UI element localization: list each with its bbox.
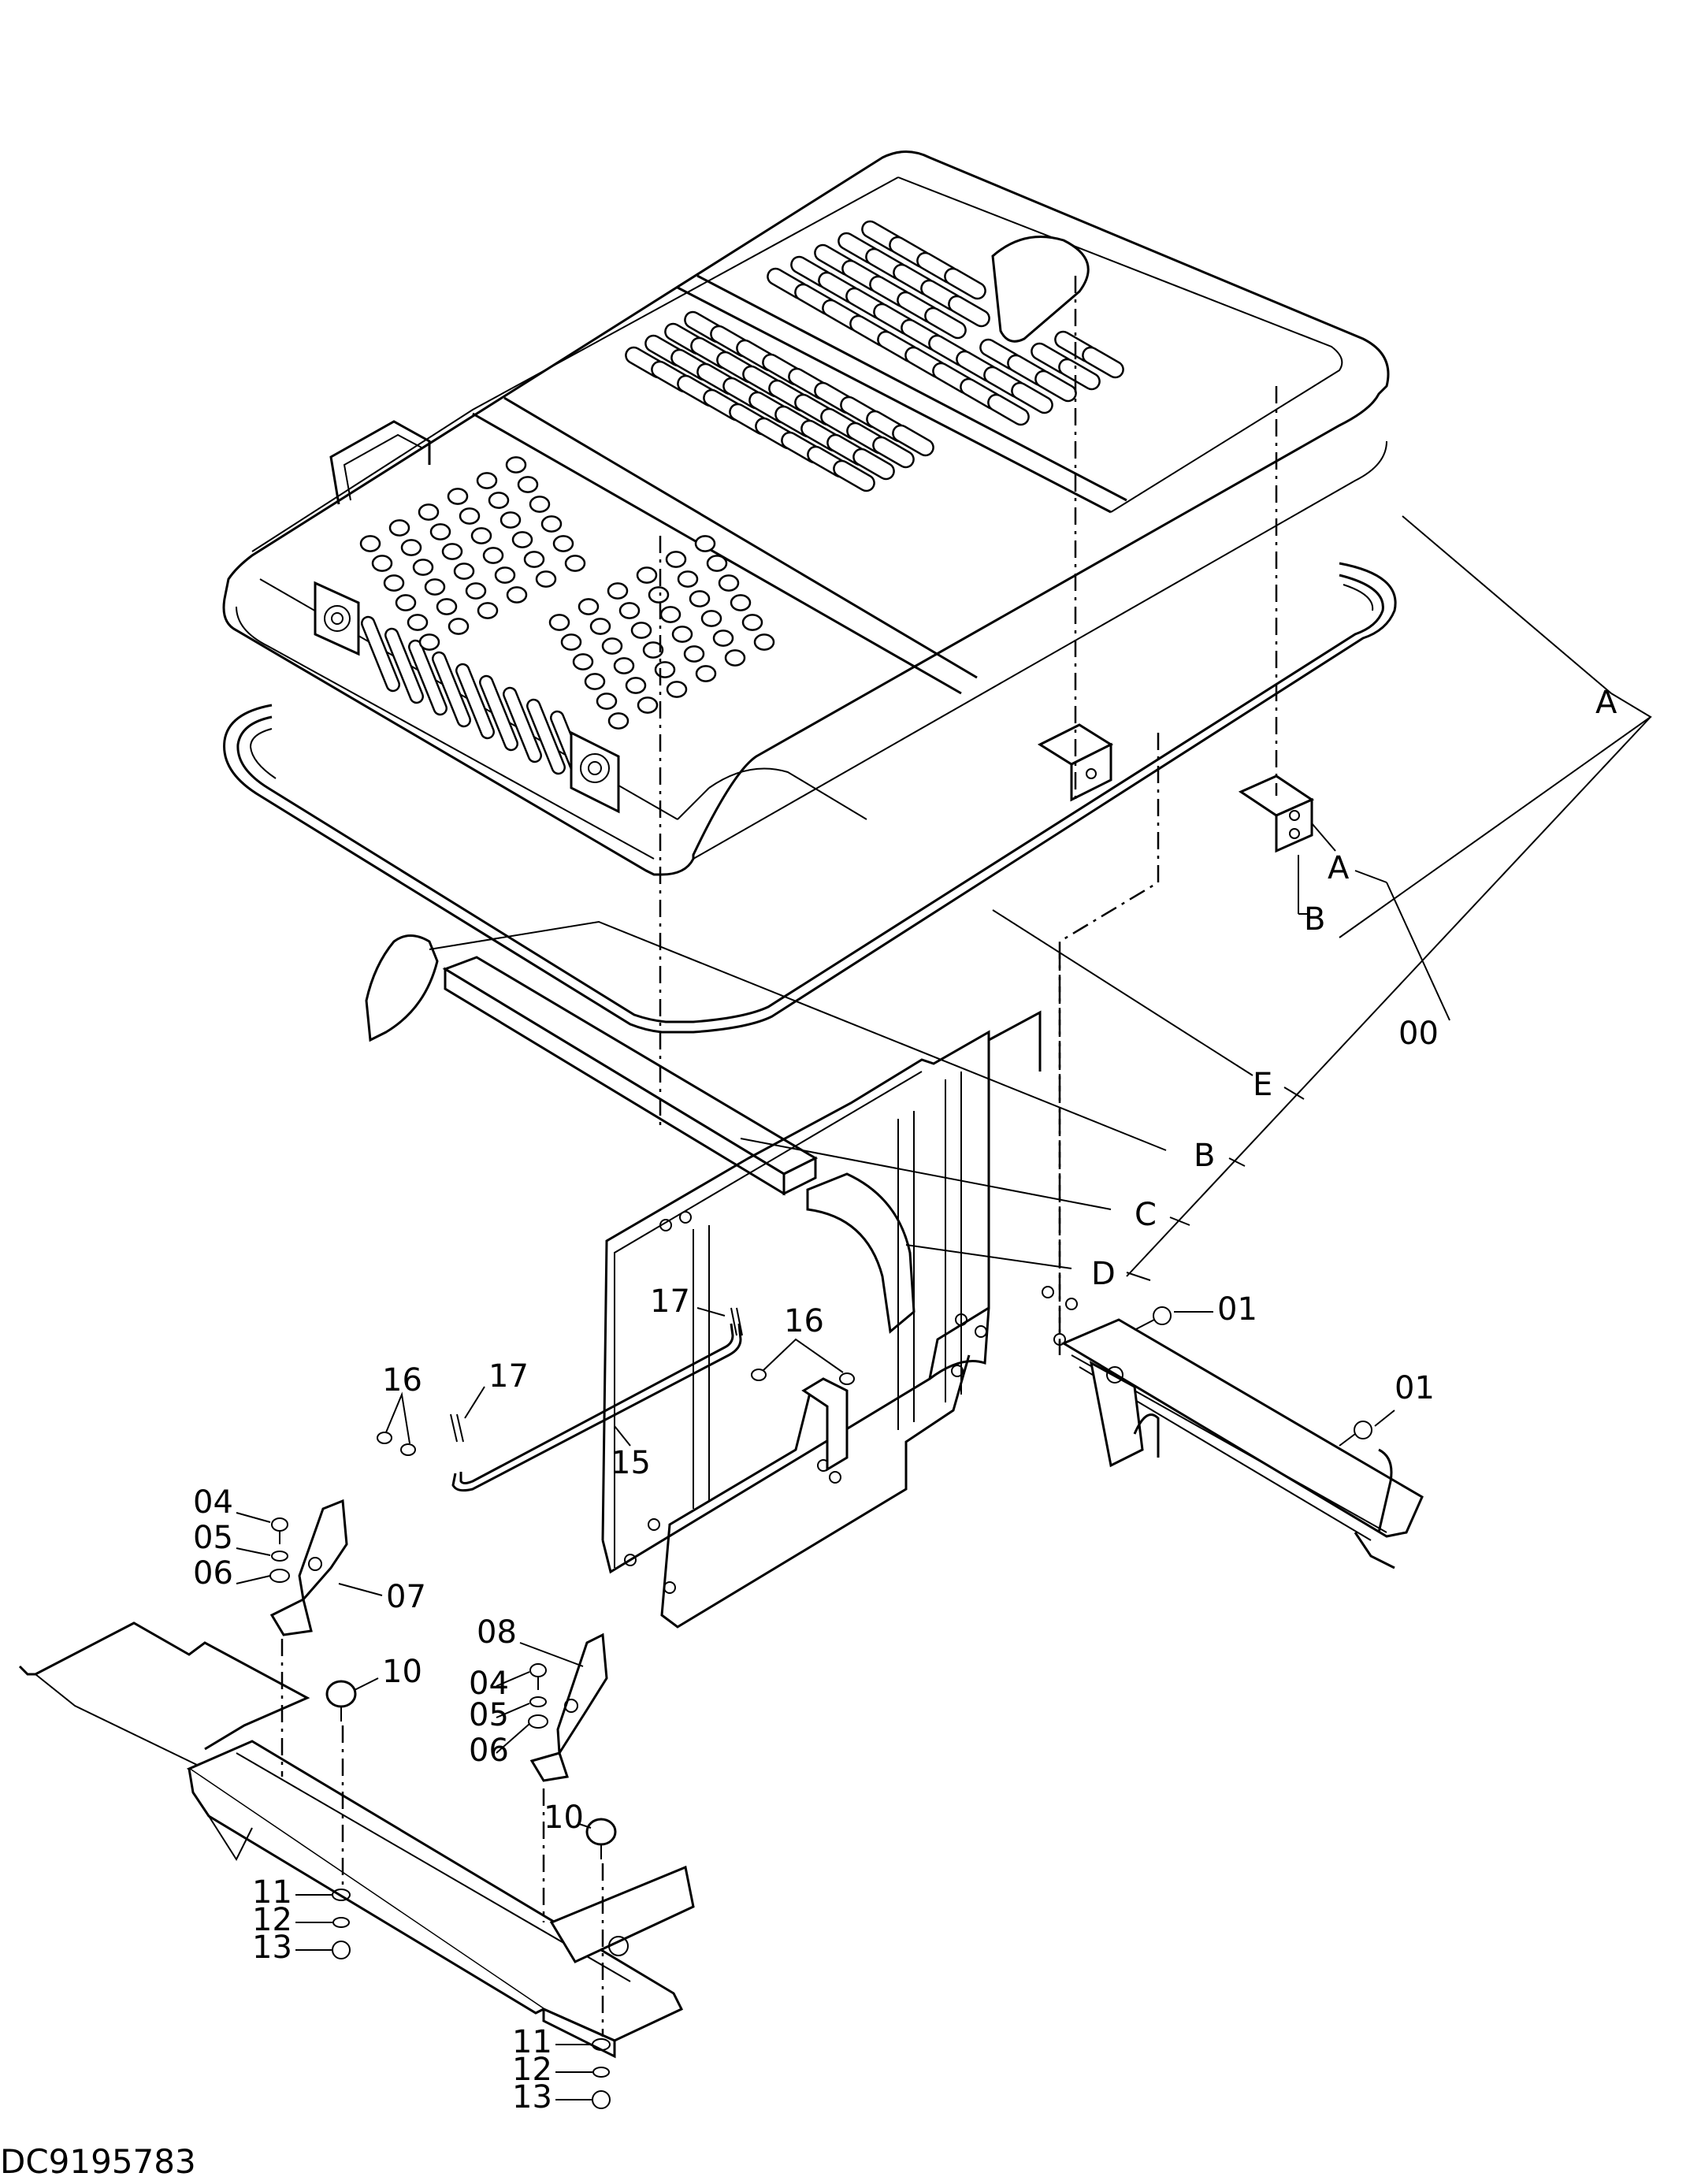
callout-12-left: 12 bbox=[252, 1902, 292, 1938]
callout-labels: A A B 00 E B C D 01 01 17 16 16 17 15 04… bbox=[193, 685, 1617, 2115]
callout-04-left: 04 bbox=[193, 1484, 233, 1521]
bolt-01-upper bbox=[1134, 1306, 1172, 1331]
support-rod-15 bbox=[451, 1323, 742, 1492]
callout-01-right: 01 bbox=[1395, 1370, 1435, 1406]
callout-10-right: 10 bbox=[544, 1800, 584, 1836]
nut-washer-stack-left bbox=[332, 1889, 351, 1959]
foam-strip-c bbox=[442, 956, 819, 1196]
callout-B-main: B bbox=[1194, 1138, 1215, 1174]
leader-lines bbox=[236, 515, 1652, 2100]
washers-16 bbox=[377, 1369, 855, 1456]
front-grille bbox=[361, 615, 589, 787]
foam-strip-d bbox=[806, 1172, 915, 1334]
rubber-stopper-10-left bbox=[325, 1680, 357, 1722]
bottom-base-plate bbox=[18, 1621, 695, 2059]
cotter-pins-17 bbox=[450, 1307, 743, 1443]
bolt-washer-stack-right bbox=[528, 1663, 548, 1729]
callout-04-right: 04 bbox=[469, 1666, 509, 1702]
side-support-frame bbox=[601, 1010, 1078, 1629]
bolt-washer-stack-left bbox=[269, 1517, 290, 1583]
callout-06-left: 06 bbox=[193, 1555, 233, 1592]
oval-vent-slots bbox=[625, 220, 1124, 492]
callout-17-left: 17 bbox=[488, 1358, 529, 1395]
latch-08 bbox=[529, 1632, 608, 1782]
assembly-centerlines bbox=[280, 276, 1278, 2037]
callout-A-top: A bbox=[1595, 685, 1617, 721]
callout-16-top: 16 bbox=[784, 1303, 824, 1339]
callout-01-upper: 01 bbox=[1217, 1291, 1257, 1328]
callout-00: 00 bbox=[1398, 1016, 1439, 1052]
nut-washer-stack-right bbox=[592, 2038, 611, 2109]
callout-10-left: 10 bbox=[382, 1654, 422, 1690]
callout-08: 08 bbox=[477, 1614, 517, 1651]
callout-B-small: B bbox=[1304, 901, 1325, 938]
round-perforations bbox=[359, 456, 775, 730]
hood-gasket-seal bbox=[223, 562, 1397, 1034]
callout-17-top: 17 bbox=[650, 1283, 690, 1320]
rubber-stopper-10-right bbox=[585, 1818, 617, 1859]
rear-mounting-rail bbox=[1060, 1318, 1424, 1569]
callout-07: 07 bbox=[386, 1579, 426, 1615]
callout-E: E bbox=[1253, 1067, 1272, 1103]
hood-latch-right bbox=[570, 730, 620, 814]
callout-13-left: 13 bbox=[252, 1930, 292, 1966]
hood-latch-left bbox=[314, 581, 360, 656]
foam-strip-b bbox=[365, 934, 439, 1042]
engine-cover-hood bbox=[222, 150, 1390, 876]
callout-C: C bbox=[1135, 1197, 1157, 1233]
callout-05-right: 05 bbox=[469, 1697, 509, 1733]
callout-A-small: A bbox=[1328, 850, 1350, 886]
callout-15: 15 bbox=[611, 1445, 651, 1481]
drawing-code: DC9195783 bbox=[0, 2142, 196, 2181]
bolt-01-right bbox=[1339, 1421, 1372, 1447]
rear-vent-hump bbox=[991, 236, 1090, 343]
callout-06-right: 06 bbox=[469, 1733, 509, 1769]
latch-07 bbox=[269, 1499, 348, 1636]
callout-13-right: 13 bbox=[512, 2079, 552, 2115]
callout-16-left: 16 bbox=[382, 1362, 422, 1398]
callout-D: D bbox=[1091, 1256, 1116, 1292]
callout-11-left: 11 bbox=[252, 1874, 292, 1911]
callout-11-right: 11 bbox=[512, 2024, 552, 2060]
callout-12-right: 12 bbox=[512, 2052, 552, 2088]
callout-05-left: 05 bbox=[193, 1520, 233, 1556]
